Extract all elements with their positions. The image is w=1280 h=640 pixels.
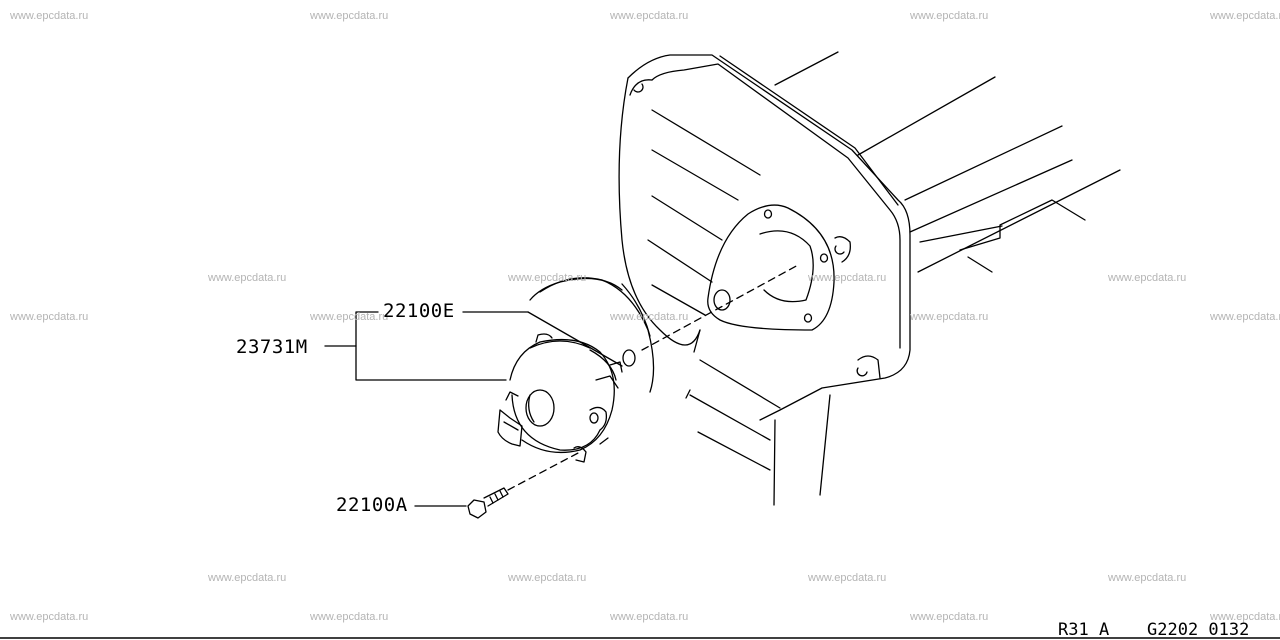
alignment-lines [507, 263, 801, 491]
leader-lines [324, 311, 623, 507]
engine-housing [618, 51, 1121, 506]
callout-22100e[interactable]: 22100E [383, 300, 455, 322]
drawing-code: G2202 0132 [1147, 620, 1250, 640]
distributor-flange [707, 204, 835, 331]
mounting-bolt [467, 487, 509, 519]
distributor-body [497, 277, 655, 463]
callout-23731m[interactable]: 23731M [236, 336, 308, 358]
model-code: R31 A [1058, 620, 1110, 640]
callout-22100a[interactable]: 22100A [336, 494, 408, 516]
